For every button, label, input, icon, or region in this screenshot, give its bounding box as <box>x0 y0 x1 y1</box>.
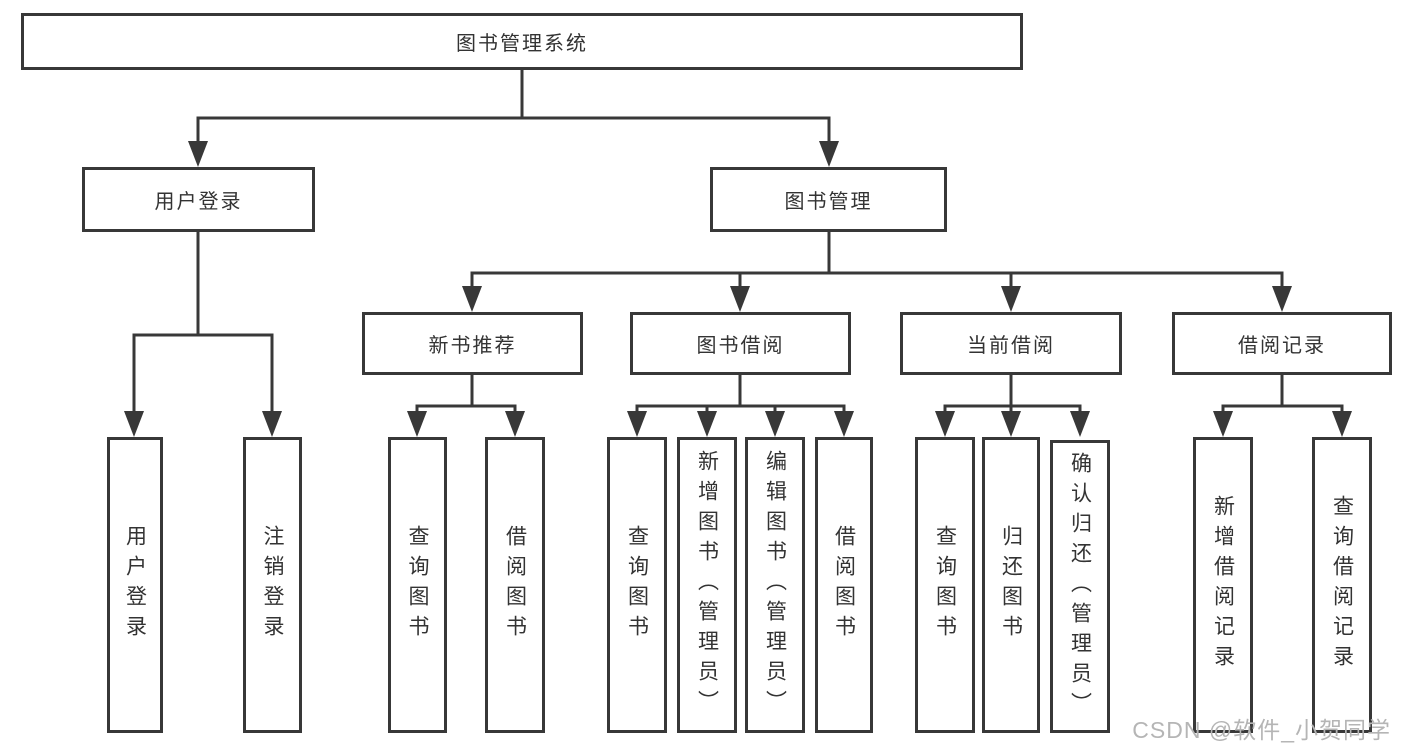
node-label: 查询图书 <box>625 525 649 645</box>
node-label: 图书借阅 <box>696 335 785 357</box>
node-label: 查询借阅记录 <box>1330 495 1354 675</box>
node-new-book-recommend: 新书推荐 <box>362 312 583 375</box>
leaf-nb-borrow-book: 借阅图书 <box>485 437 545 733</box>
leaf-cb-confirm-return-admin: 确认归还（管理员） <box>1050 440 1110 733</box>
leaf-bb-add-book-admin: 新增图书（管理员） <box>677 437 737 733</box>
leaf-cb-query-book: 查询图书 <box>915 437 975 733</box>
node-label: 归还图书 <box>999 525 1023 645</box>
node-label: 注销登录 <box>261 525 284 645</box>
leaf-br-query-record: 查询借阅记录 <box>1312 437 1372 733</box>
node-label: 查询图书 <box>406 525 429 645</box>
leaf-bb-borrow-book: 借阅图书 <box>815 437 873 733</box>
node-label: 借阅记录 <box>1238 335 1326 357</box>
node-label: 图书管理 <box>784 191 873 213</box>
node-current-borrowing: 当前借阅 <box>900 312 1122 375</box>
node-user-login: 用户登录 <box>82 167 315 232</box>
node-label: 借阅图书 <box>832 525 856 645</box>
node-library-system: 图书管理系统 <box>21 13 1023 70</box>
leaf-bb-query-book: 查询图书 <box>607 437 667 733</box>
csdn-watermark: CSDN @软件_小贺同学 <box>1132 717 1391 743</box>
node-label: 用户登录 <box>123 525 147 645</box>
node-label: 编辑图书（管理员） <box>763 450 787 720</box>
leaf-user-login: 用户登录 <box>107 437 163 733</box>
node-label: 新书推荐 <box>428 335 517 357</box>
node-label: 用户登录 <box>154 191 243 213</box>
node-label: 借阅图书 <box>503 525 527 645</box>
node-label: 新增图书（管理员） <box>695 450 719 720</box>
node-label: 图书管理系统 <box>456 33 588 55</box>
leaf-br-add-record: 新增借阅记录 <box>1193 437 1253 733</box>
node-borrowing-records: 借阅记录 <box>1172 312 1392 375</box>
node-label: 当前借阅 <box>967 335 1055 357</box>
node-label: 新增借阅记录 <box>1211 495 1235 675</box>
leaf-cb-return-book: 归还图书 <box>982 437 1040 733</box>
leaf-bb-edit-book-admin: 编辑图书（管理员） <box>745 437 805 733</box>
leaf-logout: 注销登录 <box>243 437 302 733</box>
node-label: 确认归还（管理员） <box>1068 451 1092 722</box>
node-book-management: 图书管理 <box>710 167 947 232</box>
node-book-borrowing: 图书借阅 <box>630 312 851 375</box>
leaf-nb-query-book: 查询图书 <box>388 437 447 733</box>
node-label: 查询图书 <box>933 525 957 645</box>
